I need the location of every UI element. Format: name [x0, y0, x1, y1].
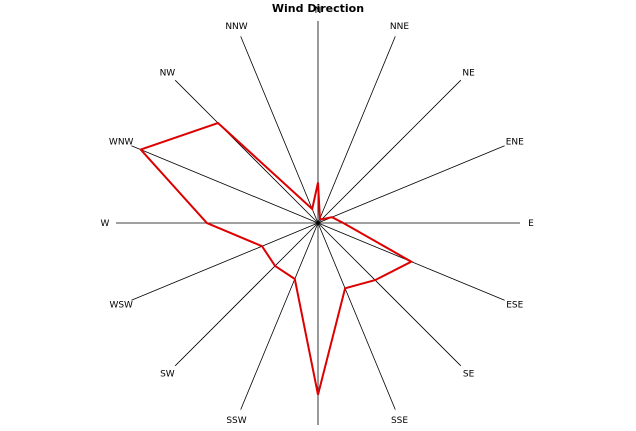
- series-line-0: [138, 121, 414, 395]
- direction-label-e: E: [528, 219, 534, 229]
- spoke-ne: [317, 79, 462, 224]
- spoke-wnw: [131, 145, 319, 224]
- direction-label-nne: NNE: [390, 22, 409, 32]
- spoke-nw: [174, 79, 319, 224]
- direction-label-ese: ESE: [506, 301, 523, 311]
- chart-title: Wind Direction: [272, 2, 364, 15]
- direction-label-sw: SW: [160, 370, 175, 380]
- direction-label-se: SE: [463, 370, 475, 380]
- direction-labels: NNNENEENEEESESESSESSSWSWWSWWWNWNWNNW: [101, 6, 535, 426]
- direction-label-ssw: SSW: [226, 416, 246, 426]
- direction-label-n: N: [315, 6, 322, 16]
- direction-label-wnw: WNW: [109, 138, 134, 148]
- spoke-ene: [317, 145, 505, 224]
- spoke-sse: [317, 222, 396, 410]
- direction-label-ene: ENE: [506, 138, 524, 148]
- direction-label-wsw: WSW: [109, 301, 133, 311]
- spoke-wsw: [131, 222, 319, 301]
- spoke-nnw: [240, 36, 319, 224]
- direction-label-nw: NW: [160, 68, 176, 78]
- spoke-se: [317, 222, 462, 367]
- spoke-ssw: [240, 222, 319, 410]
- direction-spokes: [116, 21, 520, 425]
- direction-label-sse: SSE: [391, 416, 408, 426]
- direction-label-ne: NE: [462, 68, 475, 78]
- spoke-sw: [174, 222, 319, 367]
- spoke-nne: [317, 36, 396, 224]
- direction-label-w: W: [101, 219, 110, 229]
- direction-label-nnw: NNW: [225, 22, 247, 32]
- series-group: [138, 121, 414, 395]
